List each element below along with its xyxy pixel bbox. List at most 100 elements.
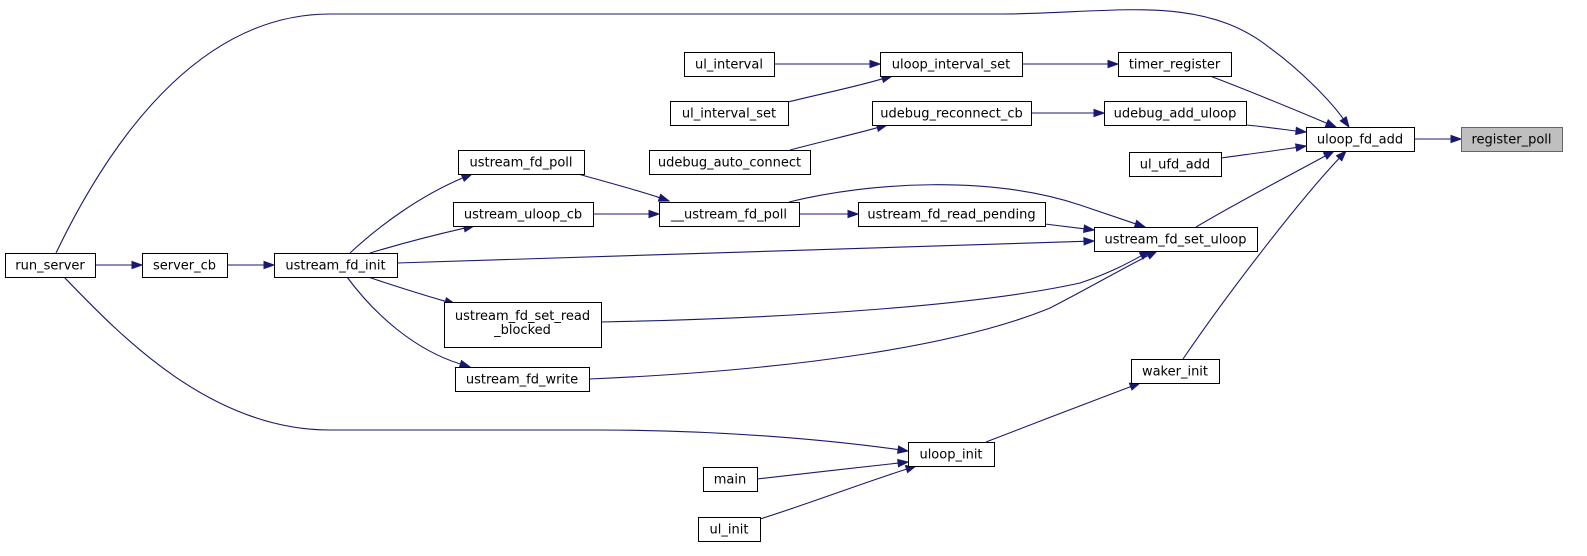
node-label: _blocked	[493, 323, 551, 338]
edge-udebug-auto-connect-to-udebug-reconnect-cb	[789, 123, 889, 151]
edge-main-to-uloop-init	[756, 458, 910, 480]
node-box	[453, 202, 594, 227]
edge-ustream-fd-poll-to---ustream-fd-poll	[577, 173, 671, 202]
node-box	[458, 150, 585, 175]
edge-waker-init-to-uloop-fd-add	[1182, 149, 1348, 360]
node-label: ustream_fd_read_pending	[867, 208, 1035, 223]
node-ustream-uloop-cb[interactable]: ustream_uloop_cb	[453, 202, 594, 227]
node-box	[858, 202, 1046, 227]
node-label: __ustream_fd_poll	[670, 208, 787, 223]
edge---ustream-fd-poll-to-ustream-fd-read-pending	[799, 209, 860, 219]
node-box	[684, 52, 775, 77]
node-main[interactable]: main	[703, 467, 758, 492]
node-ul-interval[interactable]: ul_interval	[684, 52, 775, 77]
edge-uloop-init-to-waker-init	[985, 382, 1142, 443]
node-label: timer_register	[1129, 58, 1221, 73]
node-box	[444, 302, 602, 348]
node-udebug-reconnect-cb[interactable]: udebug_reconnect_cb	[872, 101, 1032, 126]
node-box	[455, 367, 590, 392]
edge-ustream-fd-init-to-ustream-fd-set-uloop	[396, 237, 1096, 264]
node-label: ul_interval	[695, 58, 763, 73]
node-box	[5, 253, 96, 278]
node-waker-init[interactable]: waker_init	[1131, 359, 1220, 384]
edge-ul-ufd-add-to-uloop-fd-add	[1220, 143, 1308, 159]
edge-ustream-fd-read-pending-to-ustream-fd-set-uloop	[1044, 223, 1096, 233]
node-box	[703, 467, 758, 492]
node-box	[872, 101, 1032, 126]
edge-ul-init-to-uloop-init	[759, 465, 918, 520]
node-label: uloop_fd_add	[1317, 133, 1403, 148]
node-label: ul_interval_set	[682, 107, 776, 122]
node-server-cb[interactable]: server_cb	[142, 253, 228, 278]
node-label: ustream_fd_set_read	[455, 309, 590, 324]
edge-ustream-uloop-cb-to---ustream-fd-poll	[593, 209, 661, 219]
edge-uloop-fd-add-to-register-poll	[1414, 134, 1463, 144]
node-label: uloop_interval_set	[892, 58, 1010, 73]
edge-ul-interval-to-uloop-interval-set	[774, 59, 882, 69]
node-ustream-fd-poll[interactable]: __ustream_fd_poll	[659, 202, 800, 227]
node-ul-interval-set[interactable]: ul_interval_set	[670, 101, 789, 126]
node-ul-init[interactable]: ul_init	[698, 517, 761, 542]
node-box	[1306, 127, 1415, 152]
node-run-server[interactable]: run_server	[5, 253, 96, 278]
node-ul-ufd-add[interactable]: ul_ufd_add	[1129, 152, 1222, 177]
edges-layer	[55, 9, 1463, 520]
node-box	[142, 253, 228, 278]
edge-ustream-fd-set-read-blocked-to-ustream-fd-set-uloop	[600, 250, 1152, 323]
node-box	[659, 202, 800, 227]
edge-run-server-to-server-cb	[95, 260, 144, 270]
node-box	[1104, 101, 1247, 126]
node-box	[698, 517, 761, 542]
node-box	[649, 150, 811, 175]
node-uloop-fd-add[interactable]: uloop_fd_add	[1306, 127, 1415, 152]
node-label: main	[714, 473, 746, 488]
node-ustream-fd-read-pending[interactable]: ustream_fd_read_pending	[858, 202, 1046, 227]
node-label: udebug_auto_connect	[658, 156, 801, 171]
node-label: ustream_uloop_cb	[464, 208, 582, 223]
node-ustream-fd-init[interactable]: ustream_fd_init	[274, 253, 398, 278]
node-label: uloop_init	[919, 448, 982, 463]
node-udebug-auto-connect[interactable]: udebug_auto_connect	[649, 150, 811, 175]
node-label: run_server	[15, 259, 85, 274]
node-ustream-fd-set-uloop[interactable]: ustream_fd_set_uloop	[1094, 227, 1258, 252]
node-box	[908, 442, 995, 467]
nodes-layer: register_polluloop_fd_addtimer_registeru…	[5, 52, 1563, 542]
node-register-poll[interactable]: register_poll	[1461, 127, 1563, 152]
node-uloop-interval-set[interactable]: uloop_interval_set	[880, 52, 1023, 77]
node-label: ul_ufd_add	[1140, 158, 1210, 173]
node-ustream-fd-poll[interactable]: ustream_fd_poll	[458, 150, 585, 175]
node-label: ustream_fd_write	[466, 373, 578, 388]
node-uloop-init[interactable]: uloop_init	[908, 442, 995, 467]
node-box	[1461, 127, 1563, 152]
node-label: ustream_fd_init	[285, 259, 385, 274]
node-ustream-fd-write[interactable]: ustream_fd_write	[455, 367, 590, 392]
node-ustream-fd-set-read-blocked[interactable]: ustream_fd_set_read_blocked	[444, 302, 602, 348]
node-label: udebug_reconnect_cb	[880, 107, 1023, 122]
node-box	[1094, 227, 1258, 252]
node-box	[1131, 359, 1220, 384]
node-label: waker_init	[1142, 365, 1208, 380]
node-label: server_cb	[153, 259, 216, 274]
node-udebug-add-uloop[interactable]: udebug_add_uloop	[1104, 101, 1247, 126]
node-box	[1118, 52, 1232, 77]
edge-timer-register-to-uloop-fd-add	[1209, 75, 1338, 128]
node-box	[880, 52, 1023, 77]
edge-ustream-fd-init-to-ustream-fd-set-read-blocked	[367, 276, 457, 306]
node-box	[670, 101, 789, 126]
edge-run-server-to-uloop-fd-add	[55, 9, 1350, 254]
node-label: register_poll	[1471, 133, 1551, 148]
node-label: ustream_fd_set_uloop	[1104, 233, 1246, 248]
edge-server-cb-to-ustream-fd-init	[227, 260, 276, 270]
node-label: ul_init	[710, 523, 749, 538]
edge-ul-interval-set-to-uloop-interval-set	[787, 74, 894, 103]
edge---ustream-fd-poll-to-ustream-fd-set-uloop	[788, 184, 1147, 228]
node-timer-register[interactable]: timer_register	[1118, 52, 1232, 77]
node-label: ustream_fd_poll	[469, 156, 572, 171]
edge-uloop-interval-set-to-timer-register	[1022, 59, 1120, 69]
edge-ustream-fd-init-to-ustream-uloop-cb	[369, 224, 476, 254]
edge-udebug-reconnect-cb-to-udebug-add-uloop	[1031, 108, 1106, 118]
edge-udebug-add-uloop-to-uloop-fd-add	[1245, 124, 1308, 136]
node-box	[1129, 152, 1222, 177]
node-label: udebug_add_uloop	[1114, 107, 1237, 122]
